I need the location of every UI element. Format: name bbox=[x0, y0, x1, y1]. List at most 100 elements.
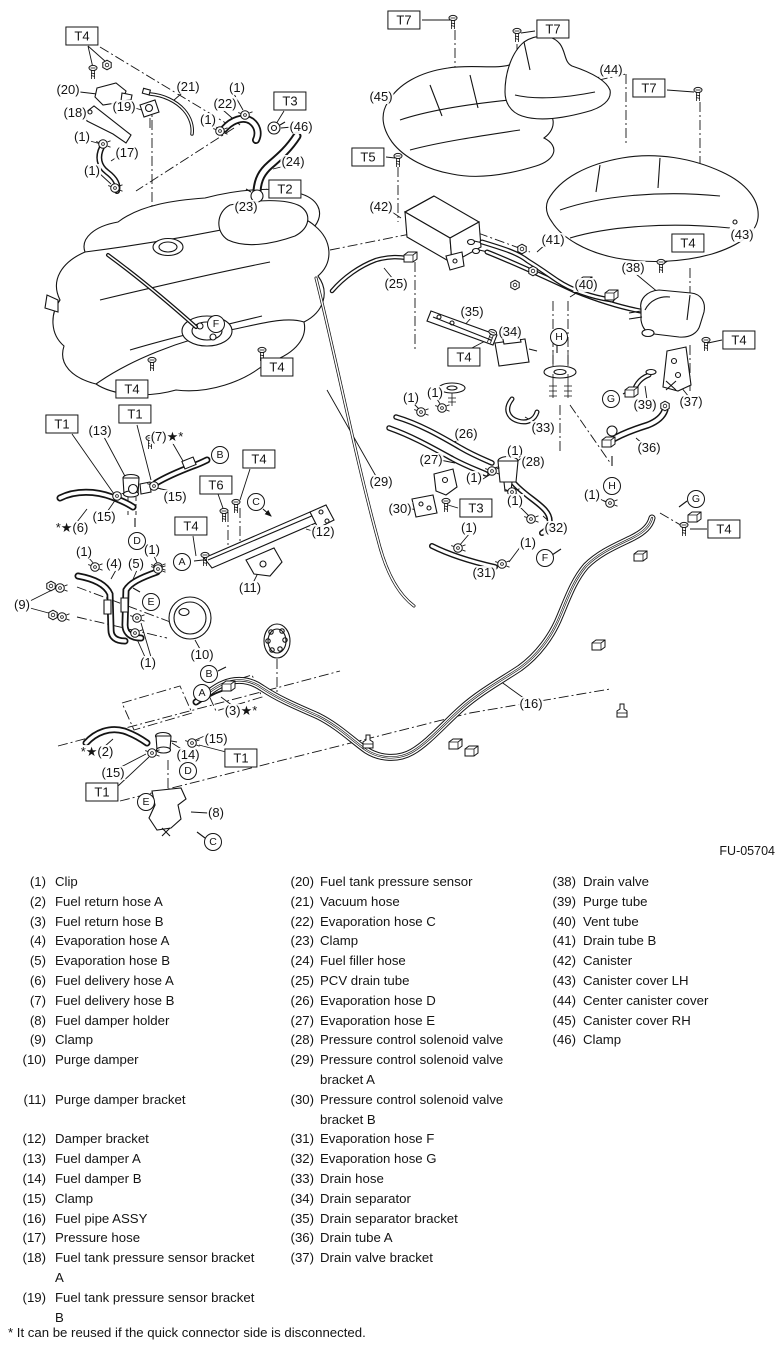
legend-number: (21) bbox=[290, 893, 314, 909]
fuel-tank bbox=[45, 189, 329, 394]
legend-label: Evaporation hose C bbox=[320, 913, 436, 929]
legend-label: PCV drain tube bbox=[320, 973, 410, 988]
t-ref-label: T4 bbox=[115, 379, 149, 399]
legend-label: Fuel return hose B bbox=[55, 913, 164, 929]
legend-label: Vent tube bbox=[583, 913, 639, 929]
part-number-label: (20) bbox=[55, 82, 81, 97]
legend-number: (38) bbox=[552, 874, 576, 889]
legend-label: Fuel pipe ASSY bbox=[55, 1210, 148, 1226]
legend-number: (24) bbox=[290, 953, 314, 969]
part-number-label: (1) bbox=[460, 520, 478, 535]
part-number-label: (35) bbox=[459, 304, 485, 319]
legend-label: Clamp bbox=[320, 933, 359, 949]
legend-number: (23) bbox=[290, 933, 314, 949]
part-number-label: (1) bbox=[139, 655, 157, 670]
connector-letter-badge: C bbox=[247, 493, 265, 511]
legend-label: Vacuum hose bbox=[320, 893, 400, 909]
legend-number: (30) bbox=[290, 1091, 314, 1107]
connector-letter-badge: F bbox=[207, 315, 225, 333]
legend-label-cont: A bbox=[55, 1270, 64, 1285]
legend-number: (34) bbox=[290, 1190, 314, 1206]
legend-label: Evaporation hose D bbox=[320, 992, 436, 1008]
t-ref-label: T5 bbox=[351, 147, 385, 167]
part-number-label: (11) bbox=[237, 580, 263, 595]
legend-label: Clip bbox=[55, 874, 78, 889]
part-number-label: (1) bbox=[426, 385, 444, 400]
legend-label: Drain separator bbox=[320, 1190, 411, 1206]
legend-number: (41) bbox=[552, 933, 576, 949]
part-number-label: (1) bbox=[402, 390, 420, 405]
legend-label: Canister cover LH bbox=[583, 973, 689, 988]
legend-label: Drain tube B bbox=[583, 933, 657, 949]
part-number-label: (1) bbox=[506, 493, 524, 508]
hoses bbox=[60, 92, 665, 743]
legend-number: (5) bbox=[29, 953, 46, 969]
t-ref-label: T3 bbox=[459, 498, 493, 518]
part-number-label: (12) bbox=[310, 524, 336, 539]
legend-label-cont: bracket A bbox=[320, 1072, 375, 1087]
legend-label: Canister cover RH bbox=[583, 1012, 691, 1028]
part-number-label: (15) bbox=[162, 489, 188, 504]
part-number-label: (13) bbox=[87, 423, 113, 438]
diagram-artwork bbox=[0, 14, 780, 866]
t-ref-label: T4 bbox=[65, 26, 99, 46]
legend-label: Evaporation hose A bbox=[55, 933, 170, 949]
t-ref-label: T4 bbox=[242, 449, 276, 469]
legend-label: Drain valve bbox=[583, 874, 649, 889]
connector-letter-badge: B bbox=[211, 446, 229, 464]
legend-number: (16) bbox=[22, 1210, 46, 1226]
part-number-label: (45) bbox=[368, 89, 394, 104]
part-number-label: (15) bbox=[203, 731, 229, 746]
t-ref-label: T4 bbox=[671, 233, 705, 253]
connector-letter-badge: H bbox=[603, 477, 621, 495]
legend-number: (22) bbox=[290, 913, 314, 929]
connector-letter-badge: B bbox=[200, 665, 218, 683]
legend-number: (35) bbox=[290, 1210, 314, 1226]
part-number-label: (1) bbox=[75, 544, 93, 559]
part-number-label: (33) bbox=[530, 420, 556, 435]
part-number-label: (1) bbox=[199, 112, 217, 127]
legend-label: Fuel filler hose bbox=[320, 953, 406, 969]
legend-number: (7) bbox=[29, 992, 46, 1008]
connector-letter-badge: D bbox=[128, 532, 146, 550]
part-number-label: (43) bbox=[729, 227, 755, 242]
legend-label-cont: B bbox=[55, 1309, 64, 1325]
legend-label: Canister bbox=[583, 953, 633, 969]
part-number-label: (29) bbox=[368, 474, 394, 489]
t-ref-label: T4 bbox=[722, 330, 756, 350]
legend-label: Fuel return hose A bbox=[55, 893, 163, 909]
legend-label: Drain hose bbox=[320, 1171, 384, 1186]
legend-label: Fuel damper holder bbox=[55, 1012, 170, 1028]
legend-number: (2) bbox=[29, 893, 46, 909]
t-ref-label: T6 bbox=[199, 475, 233, 495]
t-ref-label: T7 bbox=[536, 19, 570, 39]
part-number-label: (24) bbox=[280, 154, 306, 169]
legend-label: Center canister cover bbox=[583, 992, 709, 1008]
legend-number: (46) bbox=[552, 1032, 576, 1048]
part-number-label: (32) bbox=[543, 520, 569, 535]
legend-label: Pressure control solenoid valve bbox=[320, 1091, 504, 1107]
legend-label: Evaporation hose G bbox=[320, 1151, 437, 1167]
legend-label: Fuel tank pressure sensor bracket bbox=[55, 1289, 255, 1305]
legend-label-cont: bracket B bbox=[320, 1111, 376, 1127]
part-number-label: (21) bbox=[175, 79, 201, 94]
legend-number: (36) bbox=[290, 1230, 314, 1246]
small-parts bbox=[85, 83, 704, 836]
t-ref-label: T2 bbox=[268, 179, 302, 199]
part-number-label: (1) bbox=[228, 80, 246, 95]
t-ref-label: T4 bbox=[174, 516, 208, 536]
legend-label: Drain valve bracket bbox=[320, 1250, 433, 1266]
part-number-label: (42) bbox=[368, 199, 394, 214]
legend-label: Purge damper bracket bbox=[55, 1091, 186, 1107]
legend-number: (33) bbox=[290, 1171, 314, 1186]
t-ref-label: T4 bbox=[447, 347, 481, 367]
part-number-label: *★(2) bbox=[79, 744, 115, 759]
part-number-label: (8) bbox=[207, 805, 225, 820]
legend-number: (1) bbox=[29, 874, 46, 889]
legend-number: (20) bbox=[290, 874, 314, 889]
legend-label: Pressure control solenoid valve bbox=[320, 1052, 504, 1068]
part-number-label: (1) bbox=[583, 487, 601, 502]
connector-letter-badge: C bbox=[204, 833, 222, 851]
legend-label: Drain separator bracket bbox=[320, 1210, 458, 1226]
legend-label: Purge tube bbox=[583, 893, 648, 909]
